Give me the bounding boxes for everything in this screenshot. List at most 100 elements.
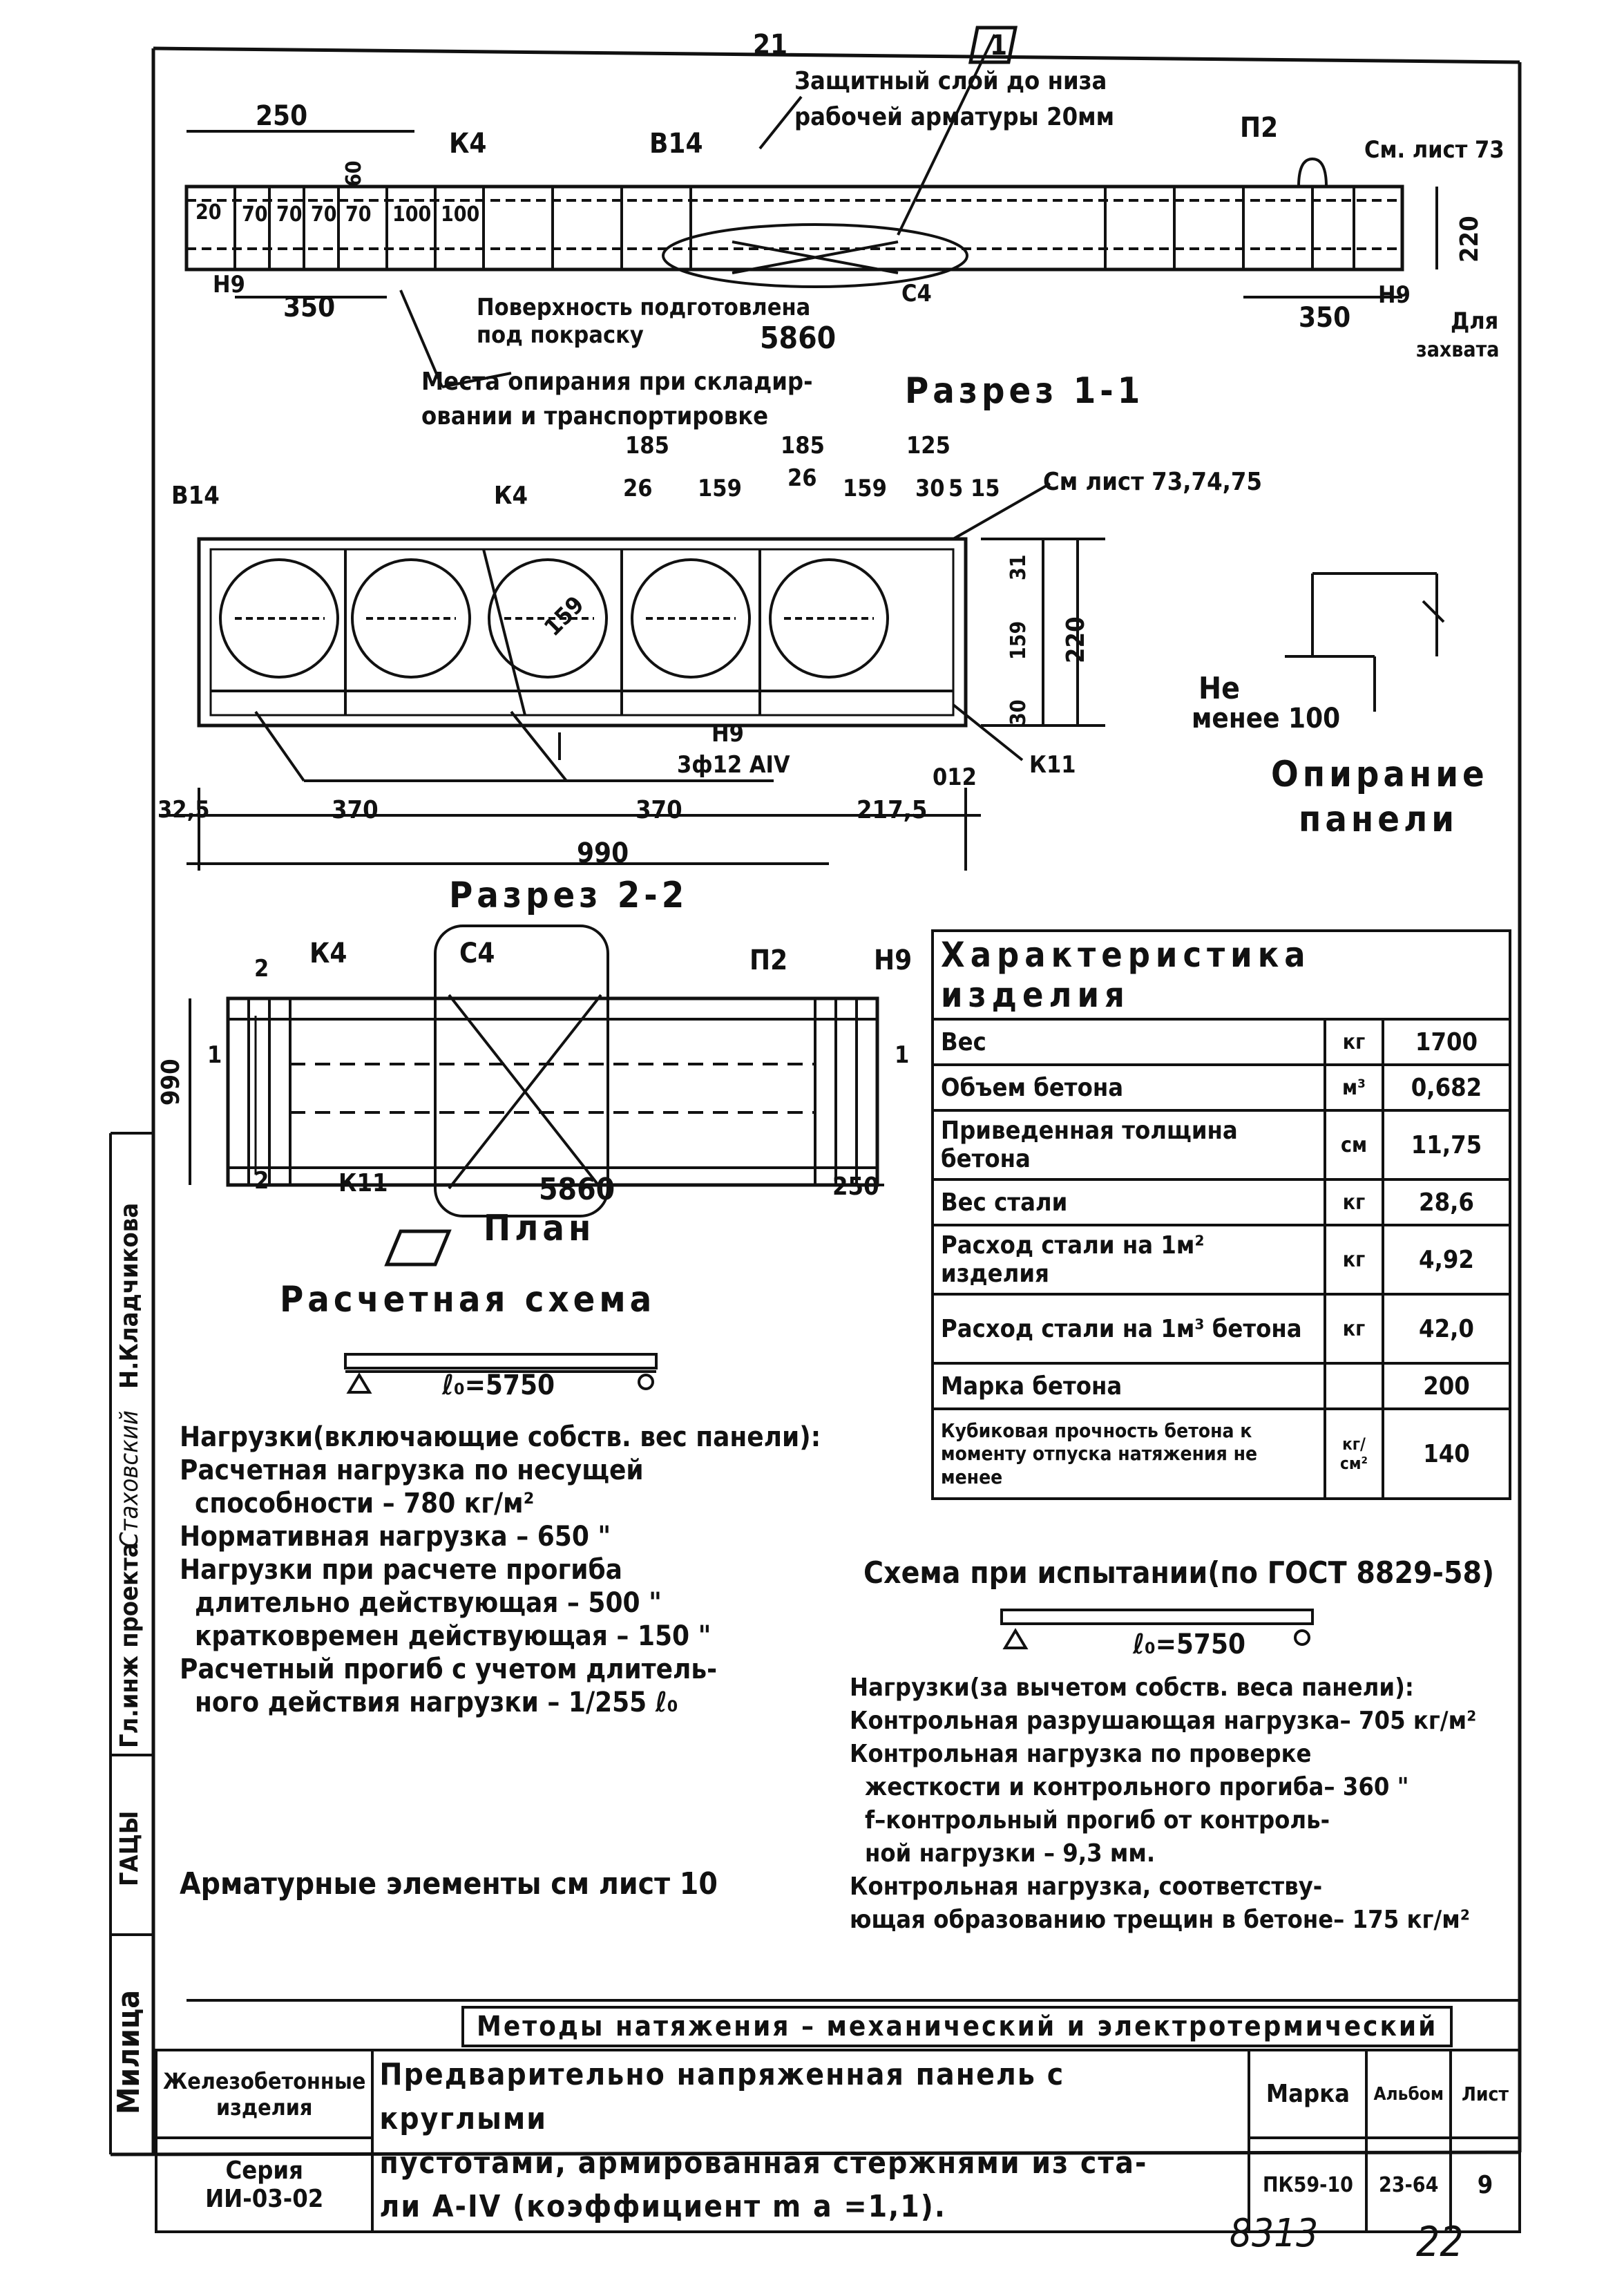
- plan-label: План: [484, 1208, 595, 1249]
- s11-top-26b: 26: [787, 464, 817, 492]
- section-22-title: Разрез 2-2: [449, 875, 689, 916]
- row-unit: см: [1324, 1109, 1384, 1181]
- s22-tag-h9: Н9: [874, 945, 913, 976]
- support-note-1: Места опирания при складир-: [421, 368, 813, 396]
- stamp-series-code: ИИ-03-02: [205, 2185, 324, 2214]
- row-value: 42,0: [1382, 1293, 1511, 1365]
- elev-dim-70d: 70: [345, 202, 372, 227]
- elev-dim-70c: 70: [311, 202, 337, 227]
- s11-tag-k4: К4: [494, 482, 528, 510]
- row-value: 4,92: [1382, 1224, 1511, 1296]
- row-name: Объем бетона: [931, 1063, 1326, 1112]
- s11-top-5: 5: [948, 475, 964, 502]
- s11-tag-rebar: 3ф12 АIV: [677, 751, 790, 779]
- s11-top-15: 15: [971, 475, 1000, 502]
- stamp-title-3: ли А-IV (коэффициент m a =1,1).: [379, 2189, 946, 2225]
- s22-tag-2-top: 2: [254, 955, 269, 983]
- stamp-mark-label: Марка: [1248, 2048, 1368, 2140]
- loads-line: кратковремен действующая – 150 ": [195, 1620, 711, 1652]
- row-unit: [1324, 1362, 1384, 1410]
- elev-dim-20: 20: [195, 200, 222, 225]
- s11-top-159a: 159: [698, 475, 742, 502]
- s11-see-sheets: См лист 73,74,75: [1043, 468, 1262, 496]
- top-note-line2: рабочей арматуры 20мм: [794, 103, 1115, 131]
- title-block: Железобетонные изделия Предварительно на…: [154, 2048, 1521, 2234]
- s22-tag-p2: П2: [749, 945, 788, 976]
- s22-dim-250: 250: [832, 1173, 879, 1201]
- elev-tag-v14: В14: [649, 128, 703, 160]
- table-row: Вес стали кг 28,6: [931, 1178, 1511, 1226]
- support-title-1: Опирание: [1271, 754, 1489, 795]
- elev-dim-350-right: 350: [1299, 302, 1351, 334]
- row-name: Кубиковая прочность бетона к моменту отп…: [931, 1407, 1326, 1500]
- surface-note-1: Поверхность подготовлена: [477, 294, 811, 321]
- loads-line: Нормативная нагрузка – 650 ": [180, 1521, 611, 1553]
- marker-1-label: 1: [990, 30, 1008, 61]
- test-line: жесткости и контрольного прогиба– 360 ": [865, 1773, 1409, 1801]
- elev-dim-5860: 5860: [760, 321, 837, 356]
- support-not-less-1: Не: [1198, 671, 1240, 706]
- table-row: Вес кг 1700: [931, 1018, 1511, 1066]
- s11-top-185b: 185: [781, 432, 825, 459]
- row-unit: кг: [1324, 1018, 1384, 1066]
- row-unit: кг: [1324, 1293, 1384, 1365]
- stamp-left-top-1: Железобетонные: [163, 2067, 366, 2094]
- loads-block: Нагрузки(включающие собств. вес панели):…: [180, 1423, 821, 1722]
- test-line: f–контрольный прогиб от контроль-: [865, 1806, 1330, 1834]
- elev-see-sheet: См. лист 73: [1364, 136, 1504, 164]
- test-line: Нагрузки(за вычетом собств. веса панели)…: [850, 1674, 1414, 1702]
- test-scheme-title: Схема при испытании(по ГОСТ 8829-58): [863, 1555, 1495, 1591]
- row-name: Марка бетона: [931, 1362, 1326, 1410]
- side-signature: Стаховский: [115, 1410, 144, 1548]
- calc-scheme-title: Расчетная схема: [280, 1279, 656, 1320]
- s11-bot-990: 990: [577, 837, 629, 869]
- footer-code: 8313: [1230, 2211, 1319, 2256]
- test-line: Контрольная разрушающая нагрузка– 705 кг…: [850, 1707, 1477, 1735]
- elev-tag-p2: П2: [1240, 112, 1279, 144]
- table-row: Объем бетона м³ 0,682: [931, 1063, 1511, 1112]
- s11-side-159: 159: [1006, 620, 1031, 660]
- s11-top-159b: 159: [843, 475, 887, 502]
- loads-line: Расчетный прогиб с учетом длитель-: [180, 1653, 718, 1685]
- elev-dim-350-left: 350: [283, 292, 336, 323]
- grip-note-2: захвата: [1416, 338, 1500, 362]
- table-row: Приведенная толщина бетона см 11,75: [931, 1109, 1511, 1181]
- row-value: 11,75: [1382, 1109, 1511, 1181]
- stamp-title: Предварительно напряженная панель с круг…: [371, 2048, 1251, 2234]
- top-note-line1: Защитный слой до низа: [794, 67, 1107, 95]
- elev-dim-220: 220: [1455, 216, 1484, 263]
- elev-dim-70b: 70: [276, 202, 303, 227]
- elev-tag-c4: С4: [901, 280, 932, 307]
- s11-bot-370b: 370: [636, 796, 682, 824]
- method-box: Методы натяжения – механический и электр…: [461, 2006, 1453, 2047]
- elev-dim-100b: 100: [441, 202, 480, 227]
- footer-page: 22: [1416, 2218, 1464, 2266]
- row-name: Приведенная толщина бетона: [931, 1109, 1326, 1181]
- row-value: 200: [1382, 1362, 1511, 1410]
- side-militsa: Милица: [111, 1990, 146, 2114]
- s11-tag-v14: В14: [171, 482, 220, 510]
- support-note-2: овании и транспортировке: [421, 402, 769, 430]
- row-value: 1700: [1382, 1018, 1511, 1066]
- test-line: ной нагрузки – 9,3 мм.: [865, 1839, 1156, 1868]
- s11-top-125: 125: [906, 432, 950, 459]
- elev-tag-h9-right: Н9: [1378, 281, 1411, 309]
- s22-tag-2-bottom: 2: [254, 1167, 269, 1195]
- stamp-title-2: пустотами, армированная стержнями из ста…: [379, 2145, 1148, 2181]
- s22-tag-k11: К11: [338, 1169, 388, 1197]
- elev-dim-70a: 70: [242, 202, 268, 227]
- loads-line: способности – 780 кг/м²: [195, 1488, 535, 1519]
- stamp-sheet: 9: [1449, 2136, 1521, 2234]
- s22-dim-990: 990: [157, 1059, 185, 1106]
- stamp-mark: ПК59-10: [1248, 2136, 1368, 2234]
- s22-tag-1-left: 1: [207, 1041, 222, 1069]
- test-scheme-span: ℓ₀=5750: [1133, 1629, 1246, 1660]
- elev-tag-k4: К4: [449, 128, 487, 160]
- s11-top-185a: 185: [625, 432, 669, 459]
- side-name: Н.Кладчикова: [115, 1202, 144, 1389]
- stamp-left-bottom: Серия ИИ-03-02: [154, 2136, 374, 2234]
- loads-line: ного действия нагрузки – 1/255 ℓ₀: [195, 1687, 678, 1718]
- loads-line: Нагрузки при расчете прогиба: [180, 1554, 622, 1586]
- table-row: Кубиковая прочность бетона к моменту отп…: [931, 1407, 1511, 1500]
